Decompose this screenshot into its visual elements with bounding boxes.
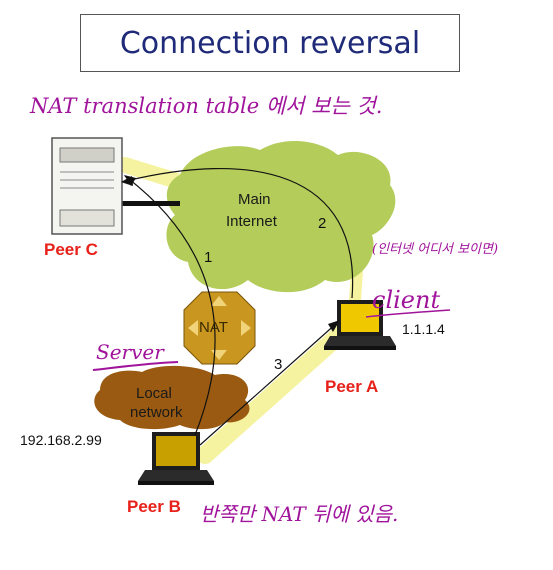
peer-c-server-icon (51, 137, 123, 235)
main-internet-label-line1: Main (238, 191, 271, 208)
peer-a-label: Peer A (325, 377, 379, 396)
step-1-label: 1 (204, 249, 213, 266)
main-internet-label-line2: Internet (226, 213, 277, 230)
path-1-b-to-c (124, 175, 216, 436)
peer-b-laptop-icon (138, 432, 214, 485)
peer-a-laptop-icon (324, 300, 396, 350)
step-2-label: 2 (318, 215, 327, 232)
peer-c-label: Peer C (44, 240, 98, 259)
handwritten-right-note: (인터넷 어디서 보이면) (372, 242, 499, 257)
peer-c-link (122, 201, 180, 206)
client-note-underline (365, 309, 451, 318)
peer-a-ip-label: 1.1.1.4 (402, 321, 445, 337)
connection-arrows (121, 168, 354, 446)
nat-box (183, 291, 256, 365)
path-3-b-to-a (199, 321, 339, 446)
arrow-heads (121, 175, 340, 332)
peer-b-label: Peer B (127, 497, 181, 516)
path-2-a-to-c (121, 168, 354, 299)
nat-label: NAT (199, 319, 228, 336)
arrowhead-3 (328, 320, 340, 332)
slide-title: Connection reversal (80, 14, 460, 72)
local-network-label-line2: network (130, 404, 183, 421)
highlight-path-b-a (196, 321, 354, 464)
server-note-underline (92, 361, 179, 371)
handwritten-bottom-note: 반쪽만 NAT 뒤에 있음. (200, 502, 399, 526)
handwritten-top-note: NAT translation table 에서 보는 것. (30, 94, 383, 118)
handwritten-client-note: client (372, 286, 441, 314)
step-3-label: 3 (274, 356, 283, 373)
peer-b-ip-label: 192.168.2.99 (20, 432, 102, 448)
main-internet-cloud (166, 140, 396, 293)
handwritten-server-note: Server (96, 340, 164, 364)
arrowhead-2 (121, 176, 133, 186)
local-network-label-line1: Local (136, 385, 172, 402)
